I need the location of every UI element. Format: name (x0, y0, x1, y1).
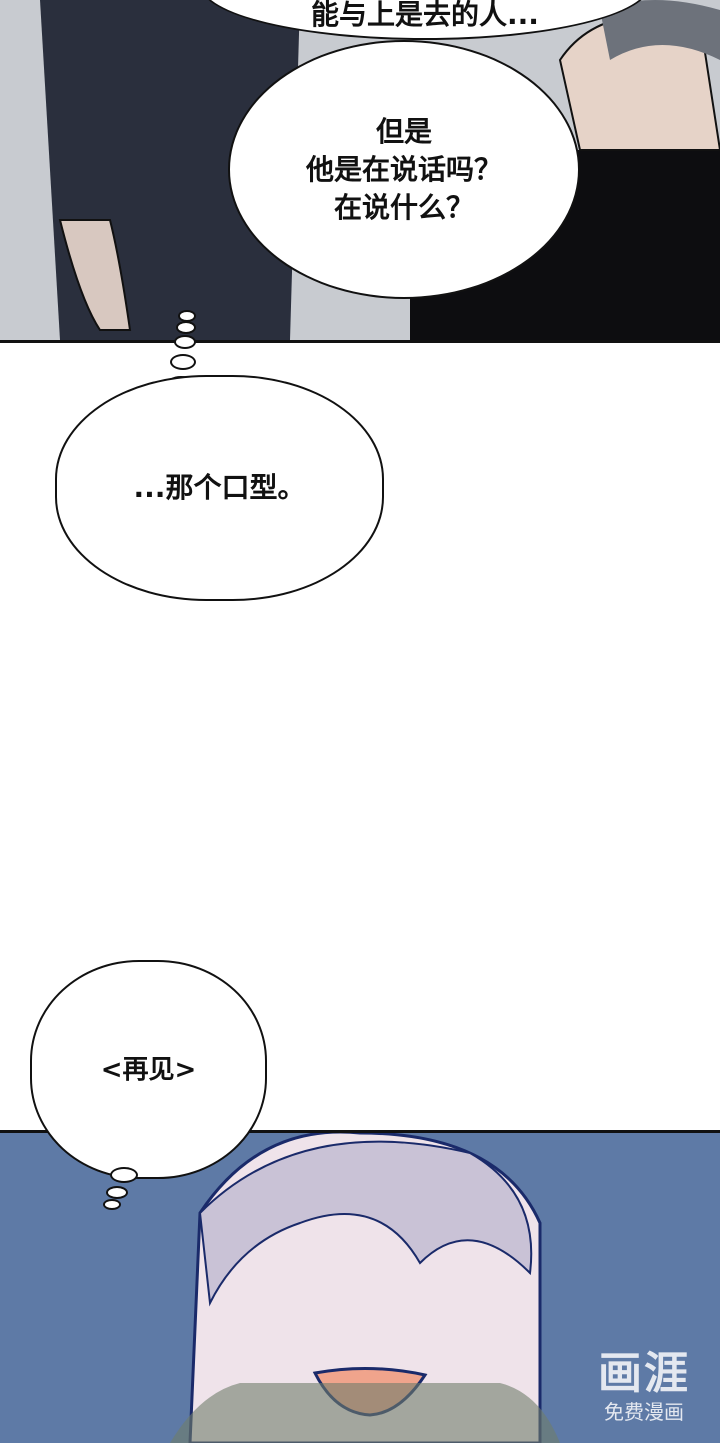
thought-bubble-1: ...那个口型。 (55, 375, 384, 601)
thought-dot (170, 354, 196, 370)
watermark-subtitle: 免费漫画 (604, 1400, 684, 1424)
bubble-text: <再见> (100, 1054, 197, 1085)
thought-dot (110, 1167, 138, 1183)
speech-bubble-main: 但是 他是在说话吗？ 在说什么？ (228, 40, 580, 299)
watermark: 画涯 免费漫画 (598, 1349, 690, 1425)
comic-panel-top: 能与上是去的人... 但是 他是在说话吗？ 在说什么？ (0, 0, 720, 343)
thought-bubble-2: <再见> (30, 960, 267, 1179)
comic-panel-bottom: 画涯 免费漫画 (0, 1130, 720, 1443)
bubble-text: ...那个口型。 (133, 471, 306, 504)
watermark-logo: 画涯 (598, 1348, 690, 1399)
bubble-text-line: 他是在说话吗？ (305, 152, 502, 186)
panel-artwork-face (0, 1133, 720, 1443)
bubble-text: 能与上是去的人... (311, 0, 539, 31)
bubble-text-line: 但是 (375, 114, 432, 148)
thought-dot (174, 335, 196, 349)
thought-dot (103, 1199, 121, 1210)
bubble-text-line: 在说什么？ (333, 190, 474, 224)
thought-dot (176, 321, 196, 334)
thought-dot (106, 1186, 128, 1199)
